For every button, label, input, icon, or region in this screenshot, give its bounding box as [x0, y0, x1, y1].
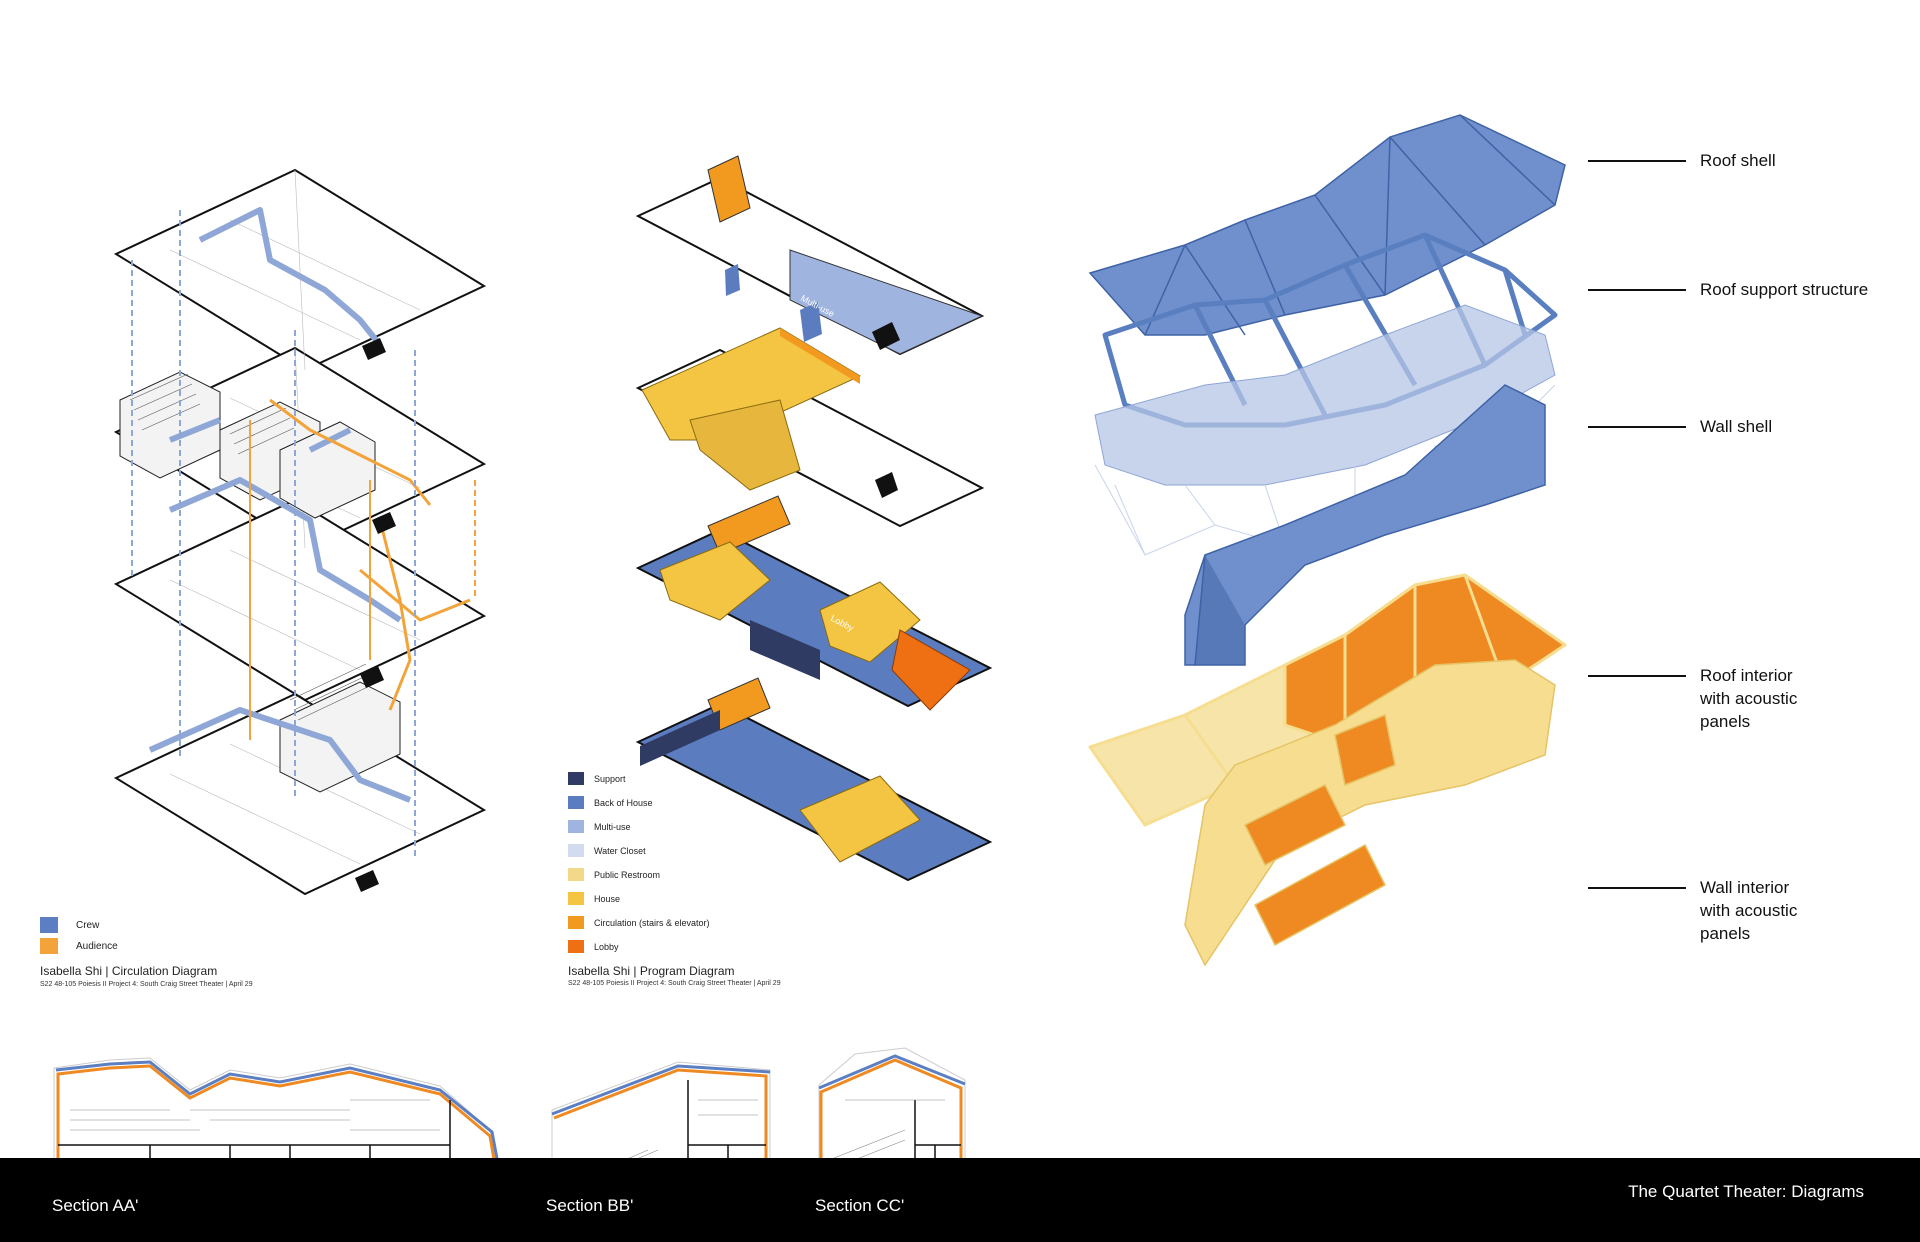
callout-label-roof-shell: Roof shell: [1700, 151, 1776, 170]
callout-leader-line: [1588, 289, 1686, 291]
legend-label-circulation: Circulation (stairs & elevator): [594, 917, 710, 928]
footer-bar: [0, 1158, 1920, 1242]
legend-swatch-house: [568, 892, 584, 905]
legend-label-water-closet: Water Closet: [594, 845, 646, 856]
callout-leader-line: [1588, 675, 1686, 677]
program-legend-item-lobby: Lobby: [568, 940, 619, 953]
audience-paths: [269, 398, 471, 711]
floor-plate-level-2: [113, 498, 487, 702]
program-legend-item-water-closet: Water Closet: [568, 844, 646, 857]
callout-wall-interior: Wall interior with acoustic panels: [1588, 876, 1818, 945]
section-label-cc: Section CC': [815, 1196, 905, 1215]
callout-roof-shell: Roof shell: [1588, 149, 1776, 172]
callout-wall-shell: Wall shell: [1588, 415, 1772, 438]
wall-shell-layer: [1184, 384, 1546, 666]
program-legend-item-circulation: Circulation (stairs & elevator): [568, 916, 710, 929]
circulation-diagram: [113, 168, 487, 896]
legend-label-house: House: [594, 893, 621, 904]
wall-interior-layer: [1184, 659, 1556, 967]
program-credit-subtitle: S22 48-105 Poiesis II Project 4: South C…: [568, 980, 781, 987]
callout-roof-interior: Roof interior with acoustic panels: [1588, 664, 1818, 733]
legend-label-audience: Audience: [76, 940, 118, 952]
callout-roof-support: Roof support structure: [1588, 278, 1868, 301]
callout-leader-line: [1588, 887, 1686, 889]
legend-label-crew: Crew: [76, 919, 100, 931]
legend-swatch-audience: [40, 938, 58, 954]
legend-label-support: Support: [594, 773, 626, 784]
roof-shell-layer: [1088, 114, 1566, 336]
svg-text:Storage: Storage: [879, 723, 912, 747]
floor-plate-level-1: [113, 692, 487, 896]
program-diagram: Lobby Storage Multi-use: [635, 155, 993, 882]
callout-label-wall-interior: Wall interior with acoustic panels: [1700, 878, 1798, 943]
circulation-credit-title: Isabella Shi | Circulation Diagram: [40, 964, 218, 978]
legend-swatch-crew: [40, 917, 58, 933]
legend-swatch-back-of-house: [568, 796, 584, 809]
section-label-bb: Section BB': [546, 1196, 634, 1215]
callout-label-wall-shell: Wall shell: [1700, 417, 1773, 436]
legend-item-audience: Audience: [40, 938, 118, 954]
program-legend-item-back-of-house: Back of House: [568, 796, 653, 809]
legend-item-crew: Crew: [40, 917, 99, 933]
legend-swatch-lobby: [568, 940, 584, 953]
callout-leader-line: [1588, 426, 1686, 428]
legend-label-back-of-house: Back of House: [594, 797, 653, 808]
circulation-credit-subtitle: S22 48-105 Poiesis II Project 4: South C…: [40, 981, 253, 988]
legend-swatch-multi-use: [568, 820, 584, 833]
legend-swatch-support: [568, 772, 584, 785]
exploded-shell-diagram: [1088, 114, 1567, 967]
vertical-connectors: [131, 210, 416, 860]
program-credit-title: Isabella Shi | Program Diagram: [568, 964, 735, 978]
legend-swatch-circulation: [568, 916, 584, 929]
roof-interior-layer: [1088, 573, 1567, 827]
callout-label-roof-interior: Roof interior with acoustic panels: [1700, 666, 1798, 731]
legend-label-lobby: Lobby: [594, 941, 619, 952]
legend-label-multi-use: Multi-use: [594, 821, 631, 832]
program-legend-item-public-restroom: Public Restroom: [568, 868, 660, 881]
legend-label-public-restroom: Public Restroom: [594, 869, 661, 880]
legend-swatch-water-closet: [568, 844, 584, 857]
callout-label-roof-support: Roof support structure: [1700, 280, 1869, 299]
program-legend-item-support: Support: [568, 772, 626, 785]
section-label-aa: Section AA': [52, 1196, 139, 1215]
program-legend-item-house: House: [568, 892, 620, 905]
program-legend-item-multi-use: Multi-use: [568, 820, 631, 833]
legend-swatch-public-restroom: [568, 868, 584, 881]
page-title: The Quartet Theater: Diagrams: [1628, 1182, 1864, 1201]
callout-leader-line: [1588, 160, 1686, 162]
section-cc: [818, 1047, 966, 1186]
